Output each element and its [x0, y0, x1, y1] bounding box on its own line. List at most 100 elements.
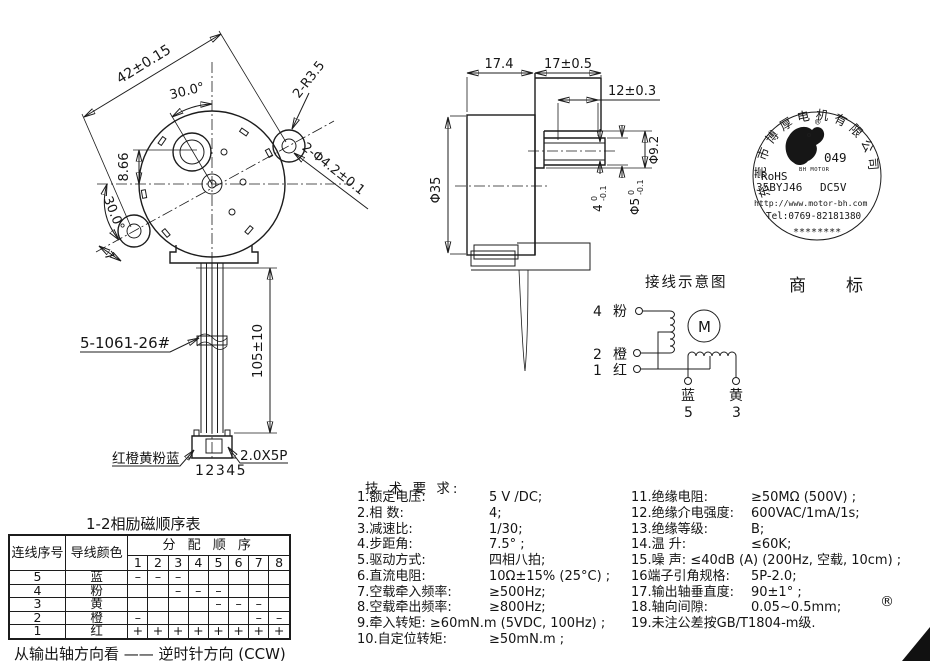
- view-direction-note: 从输出轴方向看 —— 逆时针方向 (CCW): [14, 645, 286, 663]
- pin-numbers-label: 12345: [195, 463, 247, 479]
- rivet-hole-3: [228, 208, 236, 216]
- dim-body-dia: Φ35: [429, 115, 466, 255]
- dim-shaft-length: 12±0.3: [557, 84, 660, 140]
- dim-ear-radius-label: 2-R3.5: [290, 58, 328, 101]
- stamp-tel: Tel:0769-82181380: [766, 211, 861, 222]
- dim-angle-left: 30.0° 7: [99, 184, 127, 263]
- dim-mount-holes-label: 2-Φ4.2±0.1: [299, 140, 368, 198]
- dim-body-depth-label: 17.4: [485, 57, 514, 72]
- wire-colors-label: 红橙黄粉蓝: [112, 451, 180, 467]
- tech-item: 1.额定电压:5 V /DC;: [357, 490, 543, 505]
- terminal-5-node: [684, 377, 692, 385]
- rivet-hole-2: [239, 178, 247, 186]
- dim-flat-tol-bot: -0.1: [599, 185, 608, 201]
- gearbox-side: [535, 77, 602, 132]
- wire-bundle: [196, 263, 228, 433]
- wiring-diagram: 接线示意图 商标 4 粉 2 橙 1 红 M 蓝 5 黄 3: [593, 273, 903, 421]
- tech-title: 技 术 要 求:: [365, 481, 461, 497]
- crimp-tab: [161, 227, 171, 239]
- dim-boss-dia: Φ9.2: [546, 130, 661, 169]
- stamp-url: http://www.motor-bh.com: [754, 198, 867, 208]
- tech-item: 18.轴向间隙:0.05~0.5mm;: [631, 600, 842, 616]
- wire-spec-label: 5-1061-26#: [80, 334, 170, 352]
- dim-harness-length: 105±10: [196, 267, 277, 434]
- dim-flat-label: 4: [591, 204, 605, 212]
- terminal-4-color: 粉: [613, 304, 627, 320]
- terminal-4-num: 4: [593, 304, 602, 320]
- dim-ear-radius: 2-R3.5: [290, 58, 328, 129]
- terminal-5-num: 5: [684, 405, 693, 421]
- terminal-1-color: 红: [613, 363, 627, 379]
- dim-body-dia-label: Φ35: [429, 177, 444, 204]
- terminal-3-color: 黄: [729, 387, 743, 404]
- coil-vertical: [669, 310, 675, 354]
- mount-hole-bottom: [126, 223, 142, 239]
- tech-item: 5.驱动方式:四相八拍;: [357, 553, 546, 568]
- col-header-seq: 分 配 顺 序: [127, 534, 291, 556]
- dim-angle-top-label: 30.0°: [168, 80, 206, 103]
- crimp-tab: [264, 147, 274, 159]
- stamp-model: 35BYJ46: [756, 181, 802, 194]
- eagle-logo-icon: [785, 126, 825, 166]
- tech-item: 4.步距角:7.5° ;: [357, 537, 525, 553]
- shaft-boss-side: [535, 131, 545, 169]
- rivet-hole-1: [220, 148, 228, 156]
- dim-flat: 4 0 -0.1: [590, 129, 608, 212]
- dim-shaft-dia: Φ5 0 -0.1: [607, 125, 645, 215]
- stamp-code: 049: [824, 150, 847, 165]
- dim-offset: 8.66: [117, 149, 197, 184]
- table-title: 1-2相励磁顺序表: [86, 515, 201, 533]
- trademark-heading: 商标: [789, 276, 903, 296]
- wire-spec-callout: 5-1061-26#: [80, 334, 199, 353]
- crimp-tab: [244, 224, 254, 236]
- tech-item: 19.未注公差按GB/T1804-m级.: [631, 616, 816, 631]
- front-view: 42±0.15 30.0° 2-R3.5 2-Φ4.2±0.1 8.66 30.…: [80, 30, 369, 479]
- center-hub: [201, 173, 223, 195]
- stamp-stars: ********: [793, 227, 841, 238]
- center-hub-inner: [207, 179, 217, 189]
- terminal-4-node: [635, 307, 643, 315]
- registered-mark: ®: [880, 594, 894, 610]
- bottom-housing-side: [470, 242, 591, 271]
- crimp-tab: [238, 127, 250, 137]
- terminal-1-node: [633, 365, 641, 373]
- wiring-title: 接线示意图: [645, 273, 728, 291]
- stamp-rohs: RoHS: [761, 170, 788, 183]
- stamp-voltage: DC5V: [820, 181, 847, 194]
- dim-depths: 17.4 17±0.5: [466, 57, 602, 112]
- coil-center-tap-1: [657, 331, 670, 369]
- tech-item: 10.自定位转矩:≥50mN.m ;: [357, 631, 565, 647]
- tech-item: 11.绝缘电阻:≥50MΩ (500V) ;: [631, 490, 857, 505]
- tech-item: 15.噪 声: ≤40dB (A) (200Hz, 空载, 10cm) ;: [631, 553, 902, 568]
- dim-flat-tol-top: 0: [590, 196, 599, 201]
- col-header-color: 导线颜色: [64, 534, 129, 571]
- dim-angle-left-label: 30.0°: [100, 194, 127, 232]
- tech-item: 2.相 数:4;: [357, 505, 502, 521]
- stamp-circle: [752, 111, 882, 241]
- dim-gap-label: 7: [101, 249, 117, 263]
- terminal-5-color: 蓝: [681, 388, 695, 404]
- terminal-2-node: [633, 349, 641, 357]
- angle-ray: [169, 112, 213, 185]
- dim-boss-dia-label: Φ9.2: [647, 136, 661, 165]
- hanging-wire: [518, 269, 529, 372]
- tech-item: 17.输出轴垂直度:90±1° ;: [631, 584, 802, 600]
- table-header-row: 连线序号 导线颜色 分 配 顺 序: [8, 534, 291, 571]
- tech-item: 13.绝缘等级:B;: [631, 521, 765, 537]
- tech-item: 8.空载牵出频率:≥800Hz;: [357, 600, 546, 616]
- side-view: 17.4 17±0.5 12±0.3 Φ35 Φ9.2 4: [429, 57, 661, 372]
- dim-shaft-dia-label: Φ5: [628, 198, 642, 215]
- tech-list-right: 11.绝缘电阻:≥50MΩ (500V) ; 12.绝缘介电强度:600VAC/…: [631, 490, 926, 632]
- dim-offset-label: 8.66: [117, 153, 132, 182]
- output-shaft-side: [544, 137, 606, 166]
- tech-item: 14.温 升:≤60K;: [631, 537, 792, 553]
- connector-label: 2.0X5P: [240, 448, 287, 464]
- stamp-brand: BH MOTOR: [799, 167, 830, 173]
- motor-symbol-label: M: [698, 318, 711, 336]
- bottom-flange: [169, 245, 259, 264]
- mount-ear-top: [272, 129, 306, 163]
